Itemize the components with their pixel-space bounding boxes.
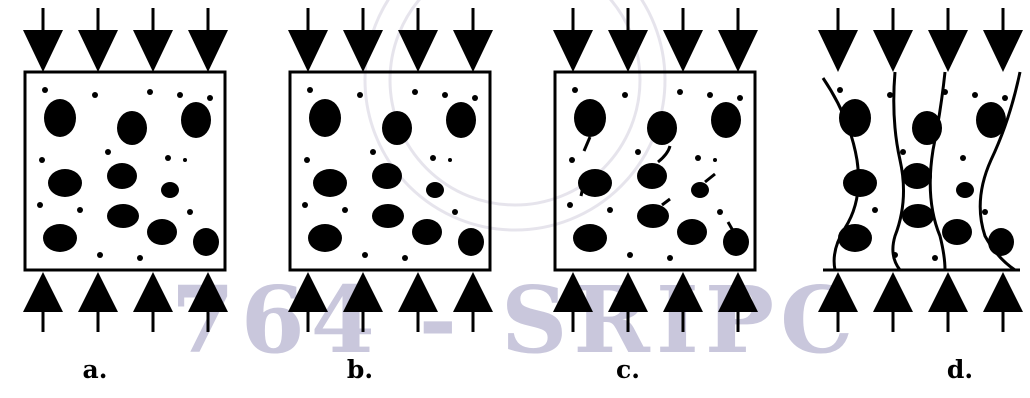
- load-arrow-icon: [718, 8, 758, 72]
- aggregate-particles: [837, 87, 1014, 261]
- load-arrow-icon: [188, 8, 228, 72]
- load-arrow-icon: [873, 272, 913, 332]
- load-arrow-icon: [78, 272, 118, 332]
- top-load-arrows: [23, 8, 228, 72]
- panel-label-b: b.: [346, 355, 374, 384]
- load-arrow-icon: [133, 272, 173, 332]
- top-load-arrows: [553, 8, 758, 72]
- load-arrow-icon: [818, 272, 858, 332]
- splitting-cracks: [821, 71, 1022, 272]
- load-arrow-icon: [553, 8, 593, 72]
- bottom-load-arrows: [288, 272, 493, 332]
- load-arrow-icon: [718, 272, 758, 332]
- panel-c: [553, 8, 758, 332]
- panel-a: [23, 8, 228, 332]
- load-arrow-icon: [983, 272, 1023, 332]
- load-arrow-icon: [818, 8, 858, 72]
- load-arrow-icon: [663, 272, 703, 332]
- load-arrow-icon: [398, 8, 438, 72]
- micro-cracks: [579, 136, 738, 237]
- load-arrow-icon: [608, 8, 648, 72]
- load-arrow-icon: [188, 272, 228, 332]
- panel-d: [818, 8, 1023, 332]
- aggregate-particles: [567, 87, 749, 261]
- load-arrow-icon: [288, 272, 328, 332]
- load-arrow-icon: [453, 272, 493, 332]
- bottom-load-arrows: [23, 272, 228, 332]
- bottom-load-arrows: [553, 272, 758, 332]
- load-arrow-icon: [133, 8, 173, 72]
- bottom-load-arrows: [818, 272, 1023, 332]
- top-load-arrows: [288, 8, 493, 72]
- load-arrow-icon: [873, 8, 913, 72]
- load-arrow-icon: [928, 272, 968, 332]
- panel-label-a: a.: [82, 355, 108, 384]
- top-load-arrows: [818, 8, 1023, 72]
- load-arrow-icon: [23, 8, 63, 72]
- load-arrow-icon: [398, 272, 438, 332]
- load-arrow-icon: [983, 8, 1023, 72]
- aggregate-particles: [37, 87, 219, 261]
- load-arrow-icon: [288, 8, 328, 72]
- panel-label-d: d.: [946, 355, 974, 384]
- load-arrow-icon: [78, 8, 118, 72]
- load-arrow-icon: [553, 272, 593, 332]
- panel-label-c: c.: [616, 355, 640, 384]
- load-arrow-icon: [608, 272, 648, 332]
- aggregate-particles: [302, 87, 484, 261]
- load-arrow-icon: [343, 8, 383, 72]
- load-arrow-icon: [23, 272, 63, 332]
- panel-b: [288, 8, 493, 332]
- load-arrow-icon: [663, 8, 703, 72]
- load-arrow-icon: [453, 8, 493, 72]
- load-arrow-icon: [343, 272, 383, 332]
- load-arrow-icon: [928, 8, 968, 72]
